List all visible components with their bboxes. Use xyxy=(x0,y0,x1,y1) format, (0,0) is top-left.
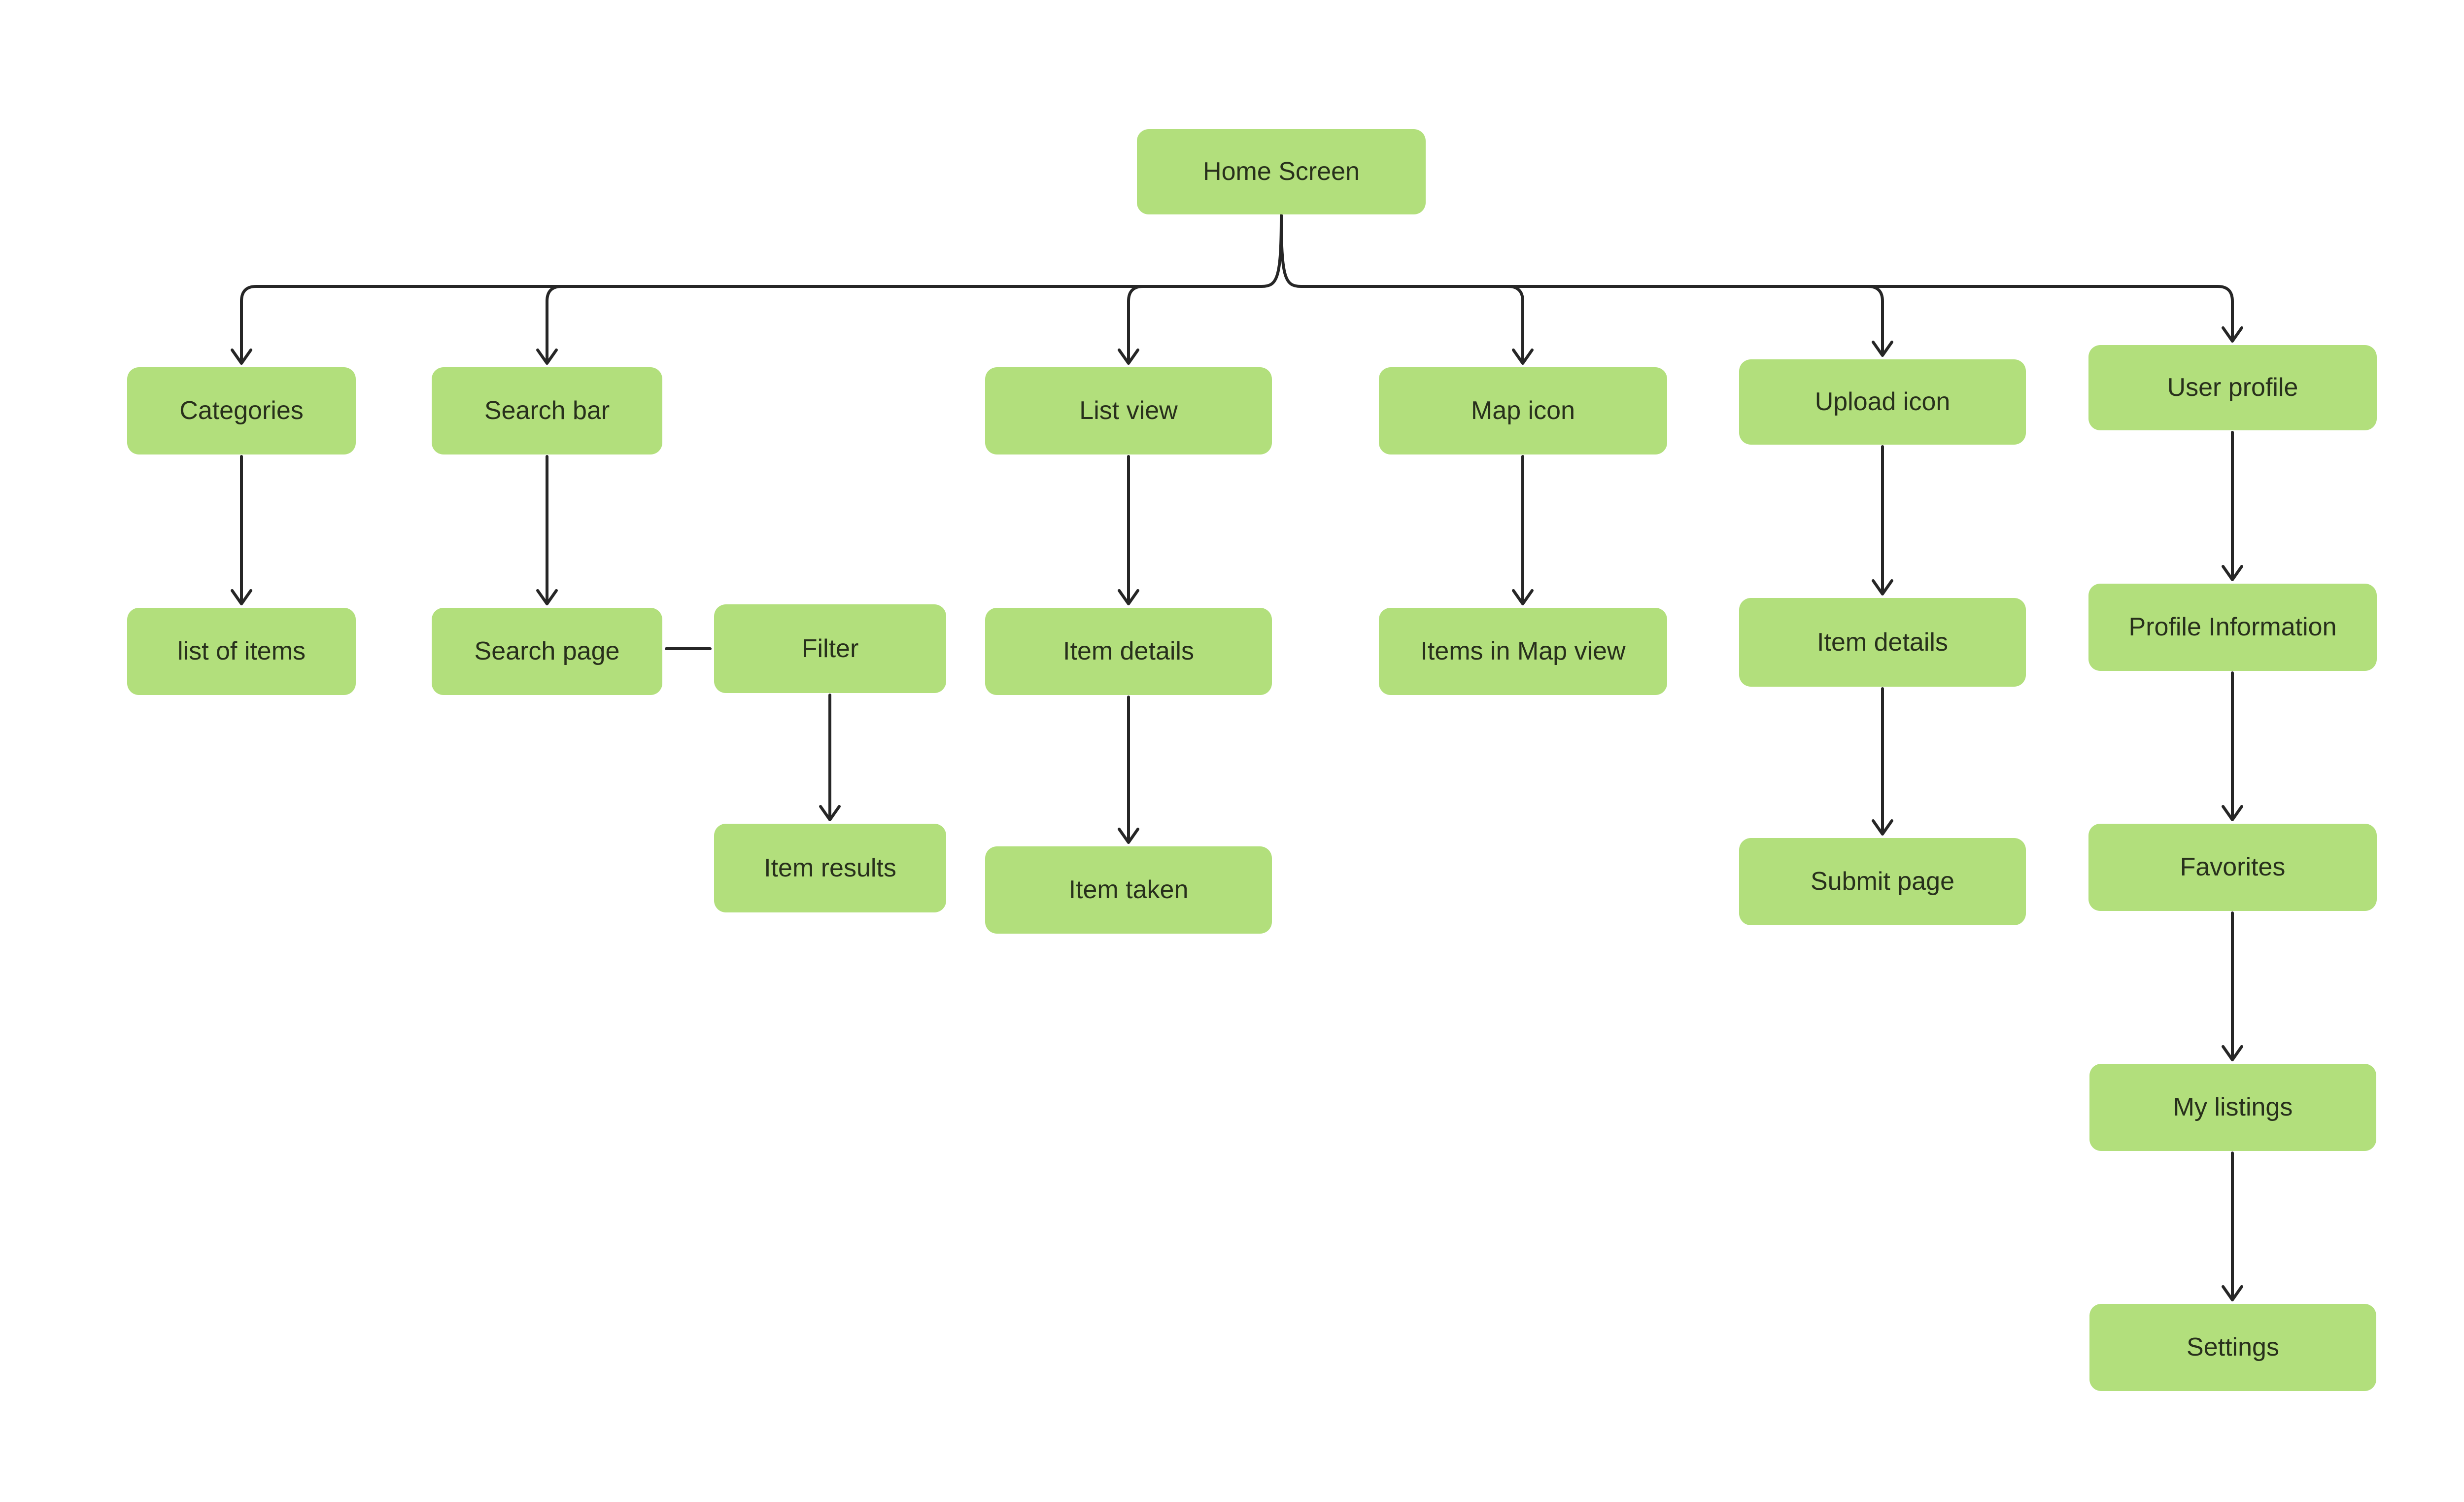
edge-home-map-icon xyxy=(1506,285,1524,364)
node-profile-information[interactable]: Profile Information xyxy=(2088,584,2377,671)
edge-home-upload-icon xyxy=(1866,285,1884,356)
edge-home-trunk-left xyxy=(240,214,1283,364)
arrowhead-favorites-my-listings xyxy=(2222,1045,2243,1061)
edge-home-search-bar xyxy=(546,285,563,364)
arrowhead-profile-information-favorites xyxy=(2222,805,2243,821)
arrowhead-list-view-item-details xyxy=(1118,589,1139,605)
arrowhead-upload-icon-item-details xyxy=(1872,579,1893,595)
node-my-listings[interactable]: My listings xyxy=(2089,1064,2376,1151)
edge-home-trunk-right xyxy=(1280,214,2234,342)
node-item-taken[interactable]: Item taken xyxy=(985,846,1272,934)
node-search-page[interactable]: Search page xyxy=(432,608,662,695)
node-list-view[interactable]: List view xyxy=(985,367,1272,454)
node-item-details-upload[interactable]: Item details xyxy=(1739,598,2026,687)
arrowhead-home-categories xyxy=(231,349,252,365)
arrowhead-home-map-icon xyxy=(1512,349,1534,365)
arrowhead-map-icon-items-in-map-view xyxy=(1512,589,1534,605)
arrowhead-home-upload-icon xyxy=(1872,341,1893,357)
node-home-screen[interactable]: Home Screen xyxy=(1137,129,1426,214)
node-user-profile[interactable]: User profile xyxy=(2088,345,2377,430)
node-item-results[interactable]: Item results xyxy=(714,824,946,912)
node-map-icon[interactable]: Map icon xyxy=(1379,367,1667,454)
arrowhead-filter-item-results xyxy=(819,805,841,821)
node-item-details-list[interactable]: Item details xyxy=(985,608,1272,695)
arrowhead-item-details-submit-page xyxy=(1872,819,1893,836)
node-filter[interactable]: Filter xyxy=(714,604,946,693)
arrowhead-item-details-item-taken xyxy=(1118,828,1139,844)
node-search-bar[interactable]: Search bar xyxy=(432,367,662,454)
node-items-in-map-view[interactable]: Items in Map view xyxy=(1379,608,1667,695)
node-settings[interactable]: Settings xyxy=(2089,1304,2376,1391)
edge-home-list-view xyxy=(1127,285,1145,364)
node-categories[interactable]: Categories xyxy=(127,367,356,454)
arrowhead-search-bar-search-page xyxy=(536,589,558,605)
arrowhead-categories-list-of-items xyxy=(231,589,252,605)
arrowhead-user-profile-profile-information xyxy=(2222,565,2243,581)
arrowhead-my-listings-settings xyxy=(2222,1285,2243,1301)
arrowhead-home-search-bar xyxy=(536,349,558,365)
arrowhead-home-user-profile xyxy=(2222,326,2243,343)
node-favorites[interactable]: Favorites xyxy=(2088,824,2377,911)
node-list-of-items[interactable]: list of items xyxy=(127,608,356,695)
arrowhead-home-list-view xyxy=(1118,349,1139,365)
node-upload-icon[interactable]: Upload icon xyxy=(1739,359,2026,445)
node-submit-page[interactable]: Submit page xyxy=(1739,838,2026,925)
